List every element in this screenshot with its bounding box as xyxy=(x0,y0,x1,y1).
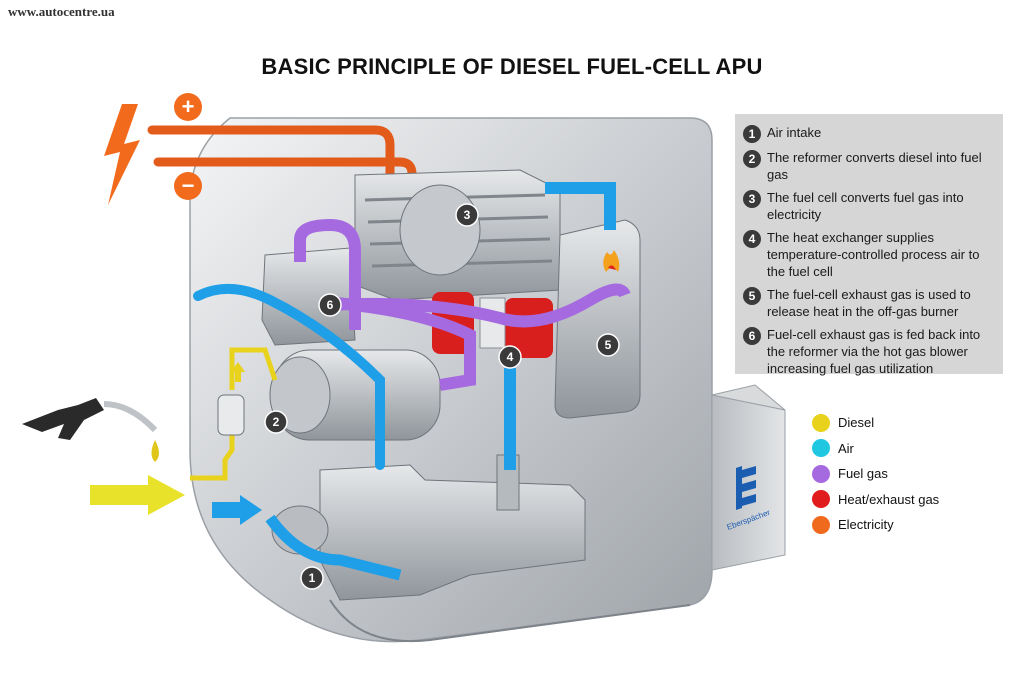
legend-swatch xyxy=(812,490,830,509)
off-gas-burner xyxy=(554,219,641,419)
callout-6-label: 6 xyxy=(327,298,334,312)
callout-2-label: 2 xyxy=(273,415,280,429)
step-number: 4 xyxy=(743,230,761,248)
legend-label: Electricity xyxy=(838,517,894,533)
step-number: 3 xyxy=(743,190,761,208)
callout-4: 4 xyxy=(498,345,522,369)
legend-item-fuel-gas: Fuel gas xyxy=(812,461,939,487)
legend: Diesel Air Fuel gas Heat/exhaust gas Ele… xyxy=(812,410,939,538)
legend-label: Fuel gas xyxy=(838,466,888,482)
step-text: Fuel-cell exhaust gas is fed back into t… xyxy=(767,327,981,376)
step-number: 6 xyxy=(743,327,761,345)
step-6: 6 Fuel-cell exhaust gas is fed back into… xyxy=(743,326,995,377)
legend-item-diesel: Diesel xyxy=(812,410,939,436)
legend-item-electricity: Electricity xyxy=(812,512,939,538)
watermark: www.autocentre.ua xyxy=(8,4,115,19)
callout-3-label: 3 xyxy=(464,208,471,222)
plus-terminal: + xyxy=(174,93,202,121)
minus-terminal: − xyxy=(174,172,202,200)
step-text: The fuel-cell exhaust gas is used to rel… xyxy=(767,287,971,319)
legend-item-air: Air xyxy=(812,436,939,462)
legend-label: Diesel xyxy=(838,415,875,431)
callout-4-label: 4 xyxy=(507,350,514,364)
legend-swatch xyxy=(812,439,830,458)
step-text: The reformer converts diesel into fuel g… xyxy=(767,150,982,182)
fuel-cell-stack xyxy=(354,169,561,301)
step-number: 1 xyxy=(743,125,761,143)
reformer xyxy=(269,349,441,441)
legend-swatch xyxy=(812,464,830,483)
callout-3: 3 xyxy=(455,203,479,227)
legend-swatch xyxy=(812,413,830,432)
hot-gas-blower xyxy=(261,247,356,346)
step-number: 2 xyxy=(743,150,761,168)
step-3: 3 The fuel cell converts fuel gas into e… xyxy=(743,189,995,223)
page-title: BASIC PRINCIPLE OF DIESEL FUEL-CELL APU xyxy=(261,54,763,79)
callout-5: 5 xyxy=(596,333,620,357)
air-pipes xyxy=(193,182,616,581)
callout-1: 1 xyxy=(300,566,324,590)
fuel-gas-pipes xyxy=(294,218,631,391)
callout-6: 6 xyxy=(318,293,342,317)
step-2: 2 The reformer converts diesel into fuel… xyxy=(743,149,995,183)
step-5: 5 The fuel-cell exhaust gas is used to r… xyxy=(743,286,995,320)
step-4: 4 The heat exchanger supplies temperatur… xyxy=(743,229,995,280)
fuel-nozzle xyxy=(22,398,159,462)
step-1: 1 Air intake xyxy=(743,124,995,143)
callout-1-label: 1 xyxy=(309,571,316,585)
step-number: 5 xyxy=(743,287,761,305)
legend-swatch xyxy=(812,515,830,534)
steps-panel: 1 Air intake 2 The reformer converts die… xyxy=(735,114,1003,377)
step-text: Air intake xyxy=(767,125,822,140)
minus-symbol: − xyxy=(182,173,195,198)
legend-item-heat-exhaust: Heat/exhaust gas xyxy=(812,487,939,513)
legend-label: Heat/exhaust gas xyxy=(838,491,940,507)
callout-5-label: 5 xyxy=(605,338,612,352)
diesel-pipe xyxy=(90,347,278,515)
step-text: The heat exchanger supplies temperature-… xyxy=(767,230,980,279)
legend-label: Air xyxy=(838,440,854,456)
callout-2: 2 xyxy=(264,410,288,434)
plus-symbol: + xyxy=(182,94,195,119)
step-text: The fuel cell converts fuel gas into ele… xyxy=(767,190,964,222)
